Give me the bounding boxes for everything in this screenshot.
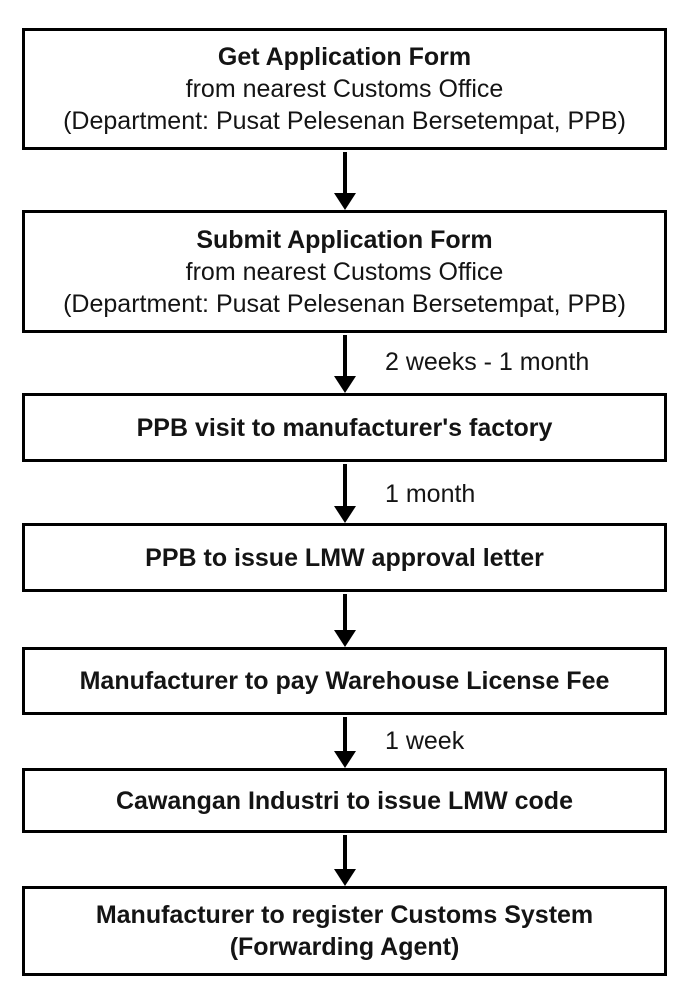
step-line: (Department: Pusat Pelesenan Bersetempat… [63,289,626,318]
step-title: Cawangan Industri to issue LMW code [116,786,573,815]
step-line: from nearest Customs Office [185,75,504,103]
step-title: Manufacturer to register Customs System [95,901,594,929]
step-title: Submit Application Form [196,225,493,254]
arrow-stem [343,594,347,634]
arrowhead-down-icon [334,193,356,210]
arrowhead-down-icon [334,506,356,523]
step-box-submit-application-form: Submit Application Form from nearest Cus… [22,210,667,333]
arrow-stem [343,335,347,380]
arrowhead-down-icon [334,376,356,393]
arrowhead-down-icon [334,751,356,768]
step-box-ppb-visit-factory: PPB visit to manufacturer's factory [22,393,667,462]
arrowhead-down-icon [334,630,356,647]
flow-arrow-6 [333,835,357,886]
arrow-stem [343,464,347,510]
arrow-stem [343,717,347,755]
arrow-duration-label: 1 month [385,480,476,508]
step-box-get-application-form: Get Application Form from nearest Custom… [22,28,667,150]
step-box-ppb-issue-approval-letter: PPB to issue LMW approval letter [22,523,667,592]
flow-arrow-3 [333,464,357,523]
flow-arrow-2 [333,335,357,393]
flow-arrow-5 [333,717,357,768]
step-title: Manufacturer to pay Warehouse License Fe… [79,667,610,695]
flow-arrow-4 [333,594,357,647]
step-line: (Department: Pusat Pelesenan Bersetempat… [63,107,626,135]
arrow-duration-label: 2 weeks - 1 month [385,348,590,376]
step-title: Get Application Form [217,43,472,71]
step-box-cawangan-industri-lmw-code: Cawangan Industri to issue LMW code [22,768,667,833]
step-title-line2: (Forwarding Agent) [229,933,460,961]
arrow-stem [343,152,347,197]
step-box-register-customs-system: Manufacturer to register Customs System … [22,886,667,976]
arrow-duration-label: 1 week [385,727,465,755]
step-title: PPB visit to manufacturer's factory [136,413,553,442]
step-line: from nearest Customs Office [185,257,504,286]
step-title: PPB to issue LMW approval letter [145,543,544,572]
arrowhead-down-icon [334,869,356,886]
step-box-pay-warehouse-license-fee: Manufacturer to pay Warehouse License Fe… [22,647,667,715]
arrow-stem [343,835,347,873]
flow-arrow-1 [333,152,357,210]
